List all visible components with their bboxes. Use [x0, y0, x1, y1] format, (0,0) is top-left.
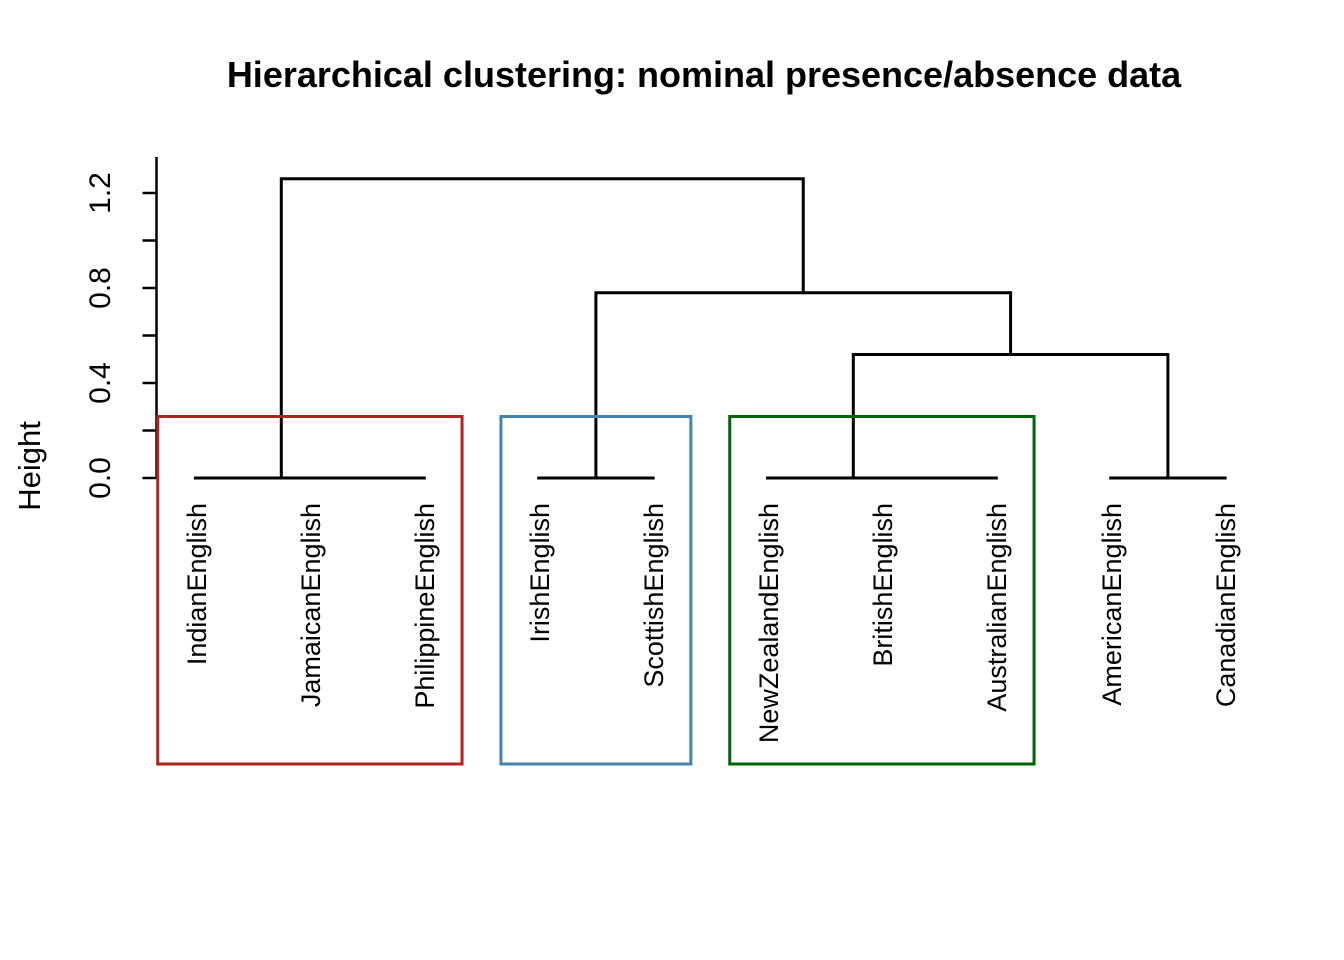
leaf-label: IrishEnglish [524, 503, 555, 643]
leaf-label: PhilippineEnglish [410, 503, 441, 709]
leaf-label: AustralianEnglish [982, 503, 1013, 712]
cluster-box-1 [156, 415, 464, 766]
cluster-box-3 [728, 415, 1036, 766]
y-tick-label: 0.8 [84, 267, 117, 309]
y-tick-label: 1.2 [84, 172, 117, 214]
dendrogram-branch [594, 291, 1013, 480]
leaf-label: IndianEnglish [181, 503, 212, 666]
leaf-label: NewZealandEnglish [753, 503, 784, 744]
leaf-label: AmericanEnglish [1096, 503, 1127, 706]
cluster-box-2 [499, 415, 693, 766]
dendrogram-branch [279, 177, 805, 480]
leaf-label: ScottishEnglish [639, 503, 670, 688]
leaf-label: BritishEnglish [867, 503, 898, 667]
chart-title: Hierarchical clustering: nominal presenc… [226, 54, 1182, 95]
leaf-label: CanadianEnglish [1211, 503, 1242, 708]
y-tick-label: 0.4 [84, 362, 117, 404]
y-tick-label: 0.0 [84, 457, 117, 499]
leaf-label: JamaicanEnglish [295, 503, 326, 708]
